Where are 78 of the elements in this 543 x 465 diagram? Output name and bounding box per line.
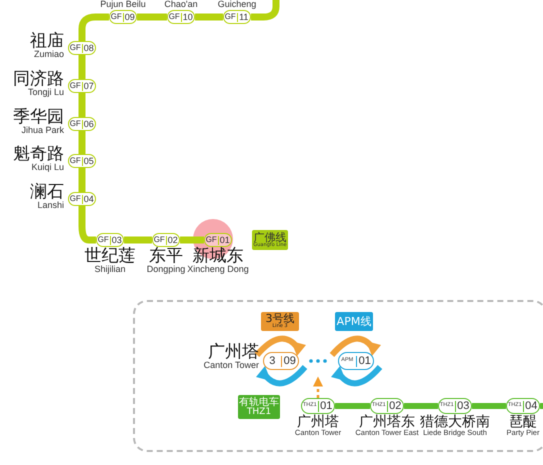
track-line bbox=[180, 236, 204, 244]
station-name: 琶醍 bbox=[509, 415, 537, 429]
station-name-english: Tongji Lu bbox=[26, 88, 64, 97]
dashed-frame bbox=[133, 300, 543, 452]
line-code: GF bbox=[69, 44, 82, 52]
station-name-english: Zumiao bbox=[32, 50, 64, 59]
station-number: 05 bbox=[82, 156, 95, 166]
station-name-english: Xincheng Dong bbox=[187, 265, 249, 274]
station-name: 魁奇路 bbox=[13, 146, 64, 163]
line-code: GF bbox=[69, 157, 82, 165]
station-name: 广州塔 bbox=[297, 415, 339, 429]
station-name-english: Jihua Park bbox=[20, 126, 64, 135]
track-line bbox=[472, 403, 506, 409]
line-code: GF bbox=[110, 13, 122, 21]
station-name-english: Lanshi bbox=[36, 201, 64, 210]
station-name: 广州塔 bbox=[208, 344, 259, 361]
station-name: 新城东 bbox=[192, 248, 244, 265]
station-name-english: Dongping bbox=[146, 265, 186, 274]
station-name: 同济路 bbox=[13, 71, 64, 88]
track-line bbox=[195, 14, 223, 20]
station-name-english: Kuiqi Lu bbox=[30, 163, 64, 172]
station-name-english: Pujun Beilu bbox=[100, 0, 146, 9]
transfer-arrow bbox=[313, 376, 323, 398]
track-line bbox=[404, 403, 438, 409]
station-number: 08 bbox=[82, 44, 95, 52]
station-name: 祖庙 bbox=[30, 33, 64, 50]
station-name-english: Guicheng bbox=[218, 0, 256, 9]
track-line bbox=[335, 403, 370, 409]
track-line bbox=[78, 131, 86, 154]
line-code: GF bbox=[153, 236, 166, 244]
station-name: 世纪莲 bbox=[84, 248, 136, 265]
station-name: 澜石 bbox=[30, 184, 64, 201]
station-number: 01 bbox=[356, 356, 373, 366]
station-name: 广州塔东 bbox=[359, 415, 415, 429]
station-number: 04 bbox=[522, 400, 539, 412]
line-code: GF bbox=[97, 236, 110, 244]
line-name: 广佛线 bbox=[254, 232, 286, 243]
station-name-english: Shijilian bbox=[93, 265, 127, 274]
station-number: 03 bbox=[454, 400, 471, 412]
station-number: 02 bbox=[166, 236, 179, 244]
line-badge bbox=[335, 312, 373, 330]
station-name-english: Chao'an bbox=[164, 0, 198, 9]
station-marker bbox=[338, 352, 374, 370]
track-line bbox=[124, 236, 152, 244]
line-name-english: THZ1 bbox=[246, 408, 272, 416]
track-line bbox=[78, 55, 86, 79]
station-number: 02 bbox=[386, 400, 403, 412]
track-line bbox=[78, 93, 86, 117]
station-number: 06 bbox=[82, 120, 95, 128]
station-number: 03 bbox=[110, 236, 123, 244]
station-number: 09 bbox=[280, 356, 298, 366]
line-code: GF bbox=[168, 13, 180, 21]
line-code: GF bbox=[69, 120, 82, 128]
line-code: GF bbox=[69, 82, 82, 90]
line-name: 有轨电车 bbox=[239, 398, 279, 408]
station-name: 猎德大桥南 bbox=[420, 415, 490, 429]
line-name: APM线 bbox=[336, 316, 372, 326]
line-code: GF bbox=[69, 195, 82, 203]
line-code: GF bbox=[205, 236, 218, 244]
station-number: 07 bbox=[82, 82, 95, 90]
station-number: 04 bbox=[82, 194, 95, 204]
line-code: GF bbox=[224, 13, 236, 21]
station-number: 01 bbox=[318, 400, 334, 412]
station-number: 01 bbox=[218, 236, 231, 244]
station-name-english: Canton Tower bbox=[204, 361, 259, 370]
line-code: 3 bbox=[268, 356, 276, 366]
station-number: 10 bbox=[180, 12, 194, 22]
track-line bbox=[137, 14, 167, 20]
station-name: 季华园 bbox=[13, 109, 64, 126]
station-name: 东平 bbox=[149, 248, 183, 265]
station-number: 11 bbox=[236, 12, 250, 22]
station-number: 09 bbox=[122, 12, 136, 22]
track-line bbox=[78, 168, 86, 192]
line-badge bbox=[238, 395, 280, 419]
line-badge bbox=[261, 312, 299, 330]
line-name: 3号线 bbox=[266, 313, 294, 324]
line-badge bbox=[252, 230, 288, 250]
track-line bbox=[78, 206, 96, 244]
